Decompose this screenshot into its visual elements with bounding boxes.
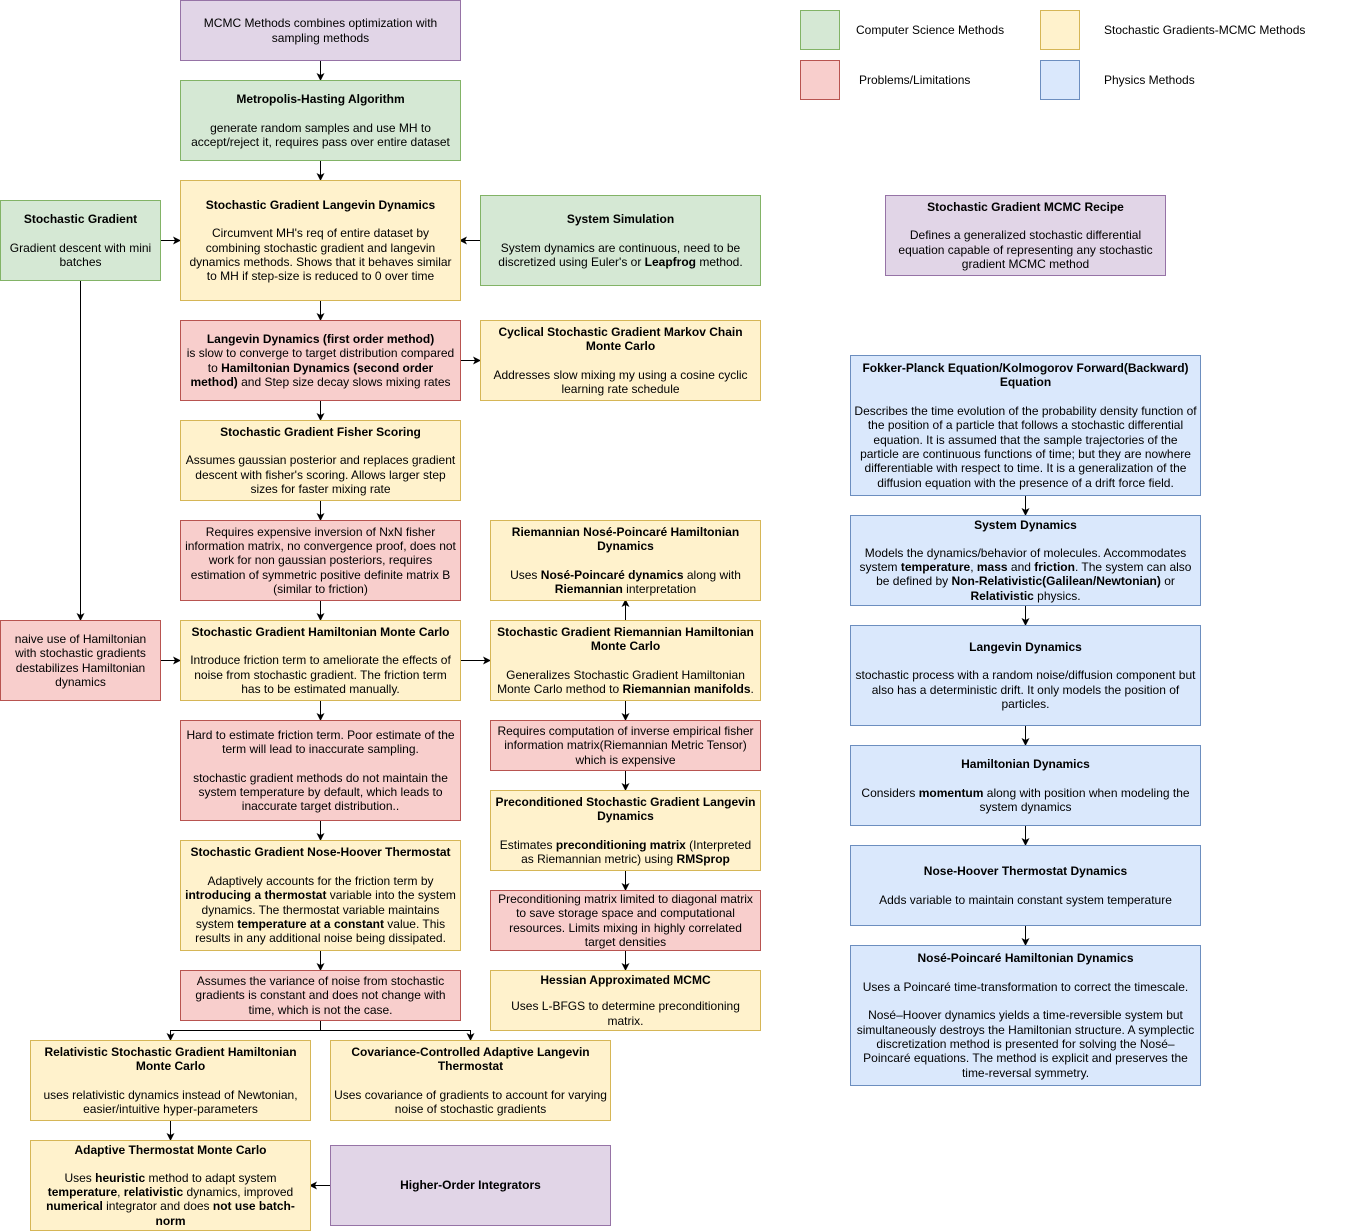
naive-hamiltonian-node: naive use of Hamiltonian with stochastic… — [0, 620, 161, 701]
nose-hoover-dynamics-node: Nose-Hoover Thermostat Dynamics Adds var… — [850, 845, 1201, 926]
legend-label-physics: Physics Methods — [1104, 73, 1195, 87]
node-desc: Adds variable to maintain constant syste… — [879, 892, 1172, 907]
node-title: Stochastic Gradient Nose-Hoover Thermost… — [190, 845, 451, 860]
adaptive-thermostat-node: Adaptive Thermostat Monte Carlo Uses heu… — [30, 1140, 311, 1231]
legend-label-problems: Problems/Limitations — [859, 73, 971, 87]
node-desc: generate random samples and use MH to ac… — [191, 120, 450, 149]
variance-problem-node: Assumes the variance of noise from stoch… — [180, 970, 461, 1021]
fisher-problem-node: Requires expensive inversion of NxN fish… — [180, 520, 461, 601]
node-desc: Estimates preconditioning matrix (Interp… — [499, 837, 752, 866]
node-desc: Uses covariance of gradients to account … — [334, 1087, 607, 1116]
langevin-dynamics-node: Langevin Dynamics stochastic process wit… — [850, 625, 1201, 726]
node-desc: Introduce friction term to ameliorate th… — [190, 653, 451, 696]
node-desc: uses relativistic dynamics instead of Ne… — [43, 1087, 298, 1116]
node-desc: Generalizes Stochastic Gradient Hamilton… — [497, 667, 754, 696]
legend-swatch-sgmcmc — [1040, 10, 1080, 50]
fokker-planck-node: Fokker-Planck Equation/Kolmogorov Forwar… — [850, 355, 1201, 496]
legend-label-sgmcmc: Stochastic Gradients-MCMC Methods — [1104, 23, 1306, 37]
node-desc: Models the dynamics/behavior of molecule… — [859, 545, 1192, 603]
sgrhmc-node: Stochastic Gradient Riemannian Hamiltoni… — [490, 620, 761, 701]
node-desc: Considers momentum along with position w… — [861, 785, 1190, 814]
riemannian-nose-poincare-node: Riemannian Nosé-Poincaré Hamiltonian Dyn… — [490, 520, 761, 601]
node-desc: stochastic process with a random noise/d… — [855, 668, 1196, 711]
node-desc: Uses Nosé-Poincaré dynamics along with R… — [510, 567, 741, 596]
node-title: Adaptive Thermostat Monte Carlo — [74, 1143, 267, 1157]
node-desc: Uses heuristic method to adapt system te… — [46, 1170, 295, 1228]
friction-problem-node: Hard to estimate friction term. Poor est… — [180, 720, 461, 821]
sgmcmc-recipe-node: Stochastic Gradient MCMC Recipe Defines … — [885, 195, 1166, 276]
legend-label-cs: Computer Science Methods — [856, 23, 1005, 37]
node-desc: Nosé–Hoover dynamics yields a time-rever… — [856, 1008, 1195, 1080]
legend-swatch-problems — [800, 60, 840, 100]
stochastic-gradient-node: Stochastic Gradient Gradient descent wit… — [0, 200, 161, 281]
node-title: Stochastic Gradient Fisher Scoring — [220, 424, 421, 439]
node-desc: Gradient descent with mini batches — [9, 240, 152, 269]
node-title: Metropolis-Hasting Algorithm — [236, 91, 405, 106]
relativistic-sghmc-node: Relativistic Stochastic Gradient Hamilto… — [30, 1040, 311, 1121]
node-desc: Adaptively accounts for the friction ter… — [185, 874, 456, 946]
nose-poincare-dynamics-node: Nosé-Poincaré Hamiltonian Dynamics Uses … — [850, 945, 1201, 1086]
sg-nose-hoover-node: Stochastic Gradient Nose-Hoover Thermost… — [180, 840, 461, 951]
node-title: Preconditioned Stochastic Gradient Lange… — [495, 794, 756, 824]
cyclical-sgmcmc-node: Cyclical Stochastic Gradient Markov Chai… — [480, 320, 761, 401]
legend-swatch-cs — [800, 10, 840, 50]
system-simulation-node: System Simulation System dynamics are co… — [480, 195, 761, 286]
node-desc: Addresses slow mixing my using a cosine … — [493, 367, 748, 396]
psgld-node: Preconditioned Stochastic Gradient Lange… — [490, 790, 761, 871]
node-desc: Assumes gaussian posterior and replaces … — [185, 453, 456, 496]
covariance-thermostat-node: Covariance-Controlled Adaptive Langevin … — [330, 1040, 611, 1121]
sghmc-node: Stochastic Gradient Hamiltonian Monte Ca… — [180, 620, 461, 701]
sgld-node: Stochastic Gradient Langevin Dynamics Ci… — [180, 180, 461, 301]
node-title: Stochastic Gradient — [23, 211, 138, 226]
node-desc: System dynamics are continuous, need to … — [498, 240, 743, 269]
node-title: Stochastic Gradient Hamiltonian Monte Ca… — [191, 624, 450, 639]
legend-swatch-physics — [1040, 60, 1080, 100]
node-title: Riemannian Nosé-Poincaré Hamiltonian Dyn… — [511, 524, 740, 554]
node-title: Hessian Approximated MCMC — [540, 973, 711, 987]
node-title: Relativistic Stochastic Gradient Hamilto… — [44, 1044, 297, 1074]
node-title: Stochastic Gradient Langevin Dynamics — [205, 197, 436, 212]
node-desc: Defines a generalized stochastic differe… — [898, 228, 1153, 271]
node-title: Nose-Hoover Thermostat Dynamics — [923, 864, 1128, 879]
fisher-scoring-node: Stochastic Gradient Fisher Scoring Assum… — [180, 420, 461, 501]
hamiltonian-dynamics-node: Hamiltonian Dynamics Considers momentum … — [850, 745, 1201, 826]
node-title: System Dynamics — [974, 518, 1077, 532]
node-desc: Circumvent MH's req of entire dataset by… — [189, 226, 452, 284]
node-title: Nosé-Poincaré Hamiltonian Dynamics — [917, 951, 1134, 966]
mcmc-intro-node: MCMC Methods combines optimization with … — [180, 0, 461, 61]
node-desc: Uses L-BFGS to determine preconditioning… — [511, 999, 740, 1028]
node-desc: Uses a Poincaré time-transformation to c… — [862, 979, 1189, 994]
node-title: Fokker-Planck Equation/Kolmogorov Forwar… — [862, 361, 1189, 390]
edge-variance-covariance — [320, 1030, 475, 1041]
edge-variance-relativistic — [166, 1020, 321, 1041]
precond-problem-node: Preconditioning matrix limited to diagon… — [490, 890, 761, 951]
metropolis-hasting-node: Metropolis-Hasting Algorithm generate ra… — [180, 80, 461, 161]
langevin-problem-node: Langevin Dynamics (first order method) i… — [180, 320, 461, 401]
hessian-mcmc-node: Hessian Approximated MCMC Uses L-BFGS to… — [490, 970, 761, 1031]
node-title: Cyclical Stochastic Gradient Markov Chai… — [498, 324, 743, 354]
node-title: Stochastic Gradient MCMC Recipe — [927, 199, 1124, 214]
system-dynamics-node: System Dynamics Models the dynamics/beha… — [850, 515, 1201, 606]
node-title: System Simulation — [566, 211, 675, 226]
node-title: Langevin Dynamics — [969, 639, 1082, 654]
node-title: Stochastic Gradient Riemannian Hamiltoni… — [497, 624, 754, 654]
fisher-metric-problem-node: Requires computation of inverse empirica… — [490, 720, 761, 771]
node-title: Covariance-Controlled Adaptive Langevin … — [351, 1044, 590, 1074]
node-desc: Describes the time evolution of the prob… — [854, 404, 1197, 490]
higher-order-integrators-node: Higher-Order Integrators — [330, 1145, 611, 1226]
node-title: Hamiltonian Dynamics — [961, 756, 1090, 771]
